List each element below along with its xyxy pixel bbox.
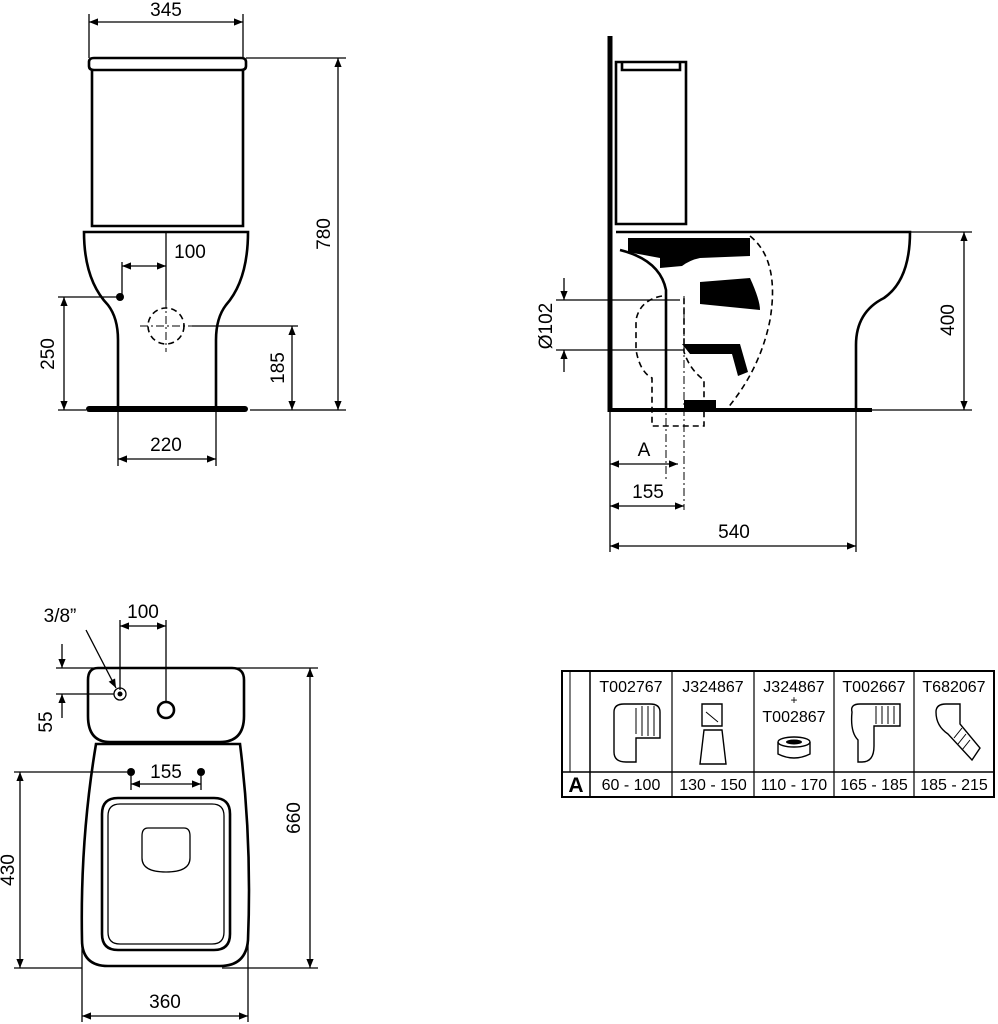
connector-range: 185 - 215 bbox=[920, 777, 988, 794]
connector-with-extension-icon bbox=[777, 736, 811, 759]
dim-height-total-label: 780 bbox=[314, 218, 335, 250]
dim-fixing-depth-label: 430 bbox=[0, 854, 19, 886]
dim-base-width-label: 220 bbox=[150, 435, 182, 456]
connector-table: A T002767 60 - 100 J324867 130 - 150 J32… bbox=[561, 670, 995, 798]
inlet-point bbox=[117, 691, 123, 697]
base-plate bbox=[86, 406, 248, 412]
pan-connector-90-icon bbox=[613, 703, 661, 763]
connector-range: 130 - 150 bbox=[679, 777, 747, 794]
seat-opening bbox=[141, 827, 191, 873]
cistern-outline bbox=[87, 56, 248, 72]
dim-diameter-label: Ø102 bbox=[536, 303, 557, 349]
cistern-body bbox=[90, 70, 245, 228]
connector-range: 110 - 170 bbox=[761, 777, 828, 794]
connector-plus: + bbox=[790, 693, 797, 707]
offset-connector-icon bbox=[850, 703, 901, 763]
dim-wall-outlet-label: 155 bbox=[632, 482, 664, 503]
table-row-label: A bbox=[568, 774, 583, 797]
table-border bbox=[561, 670, 995, 798]
trap-lower bbox=[682, 344, 748, 376]
side-view: Ø102 400 A 155 540 bbox=[536, 36, 972, 552]
dim-bowl-height-label: 400 bbox=[938, 304, 959, 336]
top-pan-outline bbox=[80, 742, 251, 968]
connector-range: 60 - 100 bbox=[602, 777, 661, 794]
dim-top-inlet-label: 100 bbox=[127, 602, 159, 623]
thread-leader bbox=[85, 629, 117, 689]
dim-length-label: 660 bbox=[284, 802, 305, 834]
connector-code: J324867 bbox=[763, 679, 824, 696]
connector-code: T002767 bbox=[599, 679, 662, 696]
toilet-seat bbox=[100, 796, 232, 952]
side-cistern bbox=[614, 60, 688, 226]
connector-range: 165 - 185 bbox=[840, 777, 908, 794]
dim-width-label: 360 bbox=[149, 992, 181, 1013]
trap-shape bbox=[628, 238, 750, 268]
top-cistern bbox=[86, 666, 246, 744]
connector-code-extra: T002867 bbox=[762, 709, 825, 726]
dim-fixing-spacing-label: 155 bbox=[150, 762, 182, 783]
button-hole bbox=[156, 700, 176, 720]
dim-depth-label: 540 bbox=[718, 522, 750, 543]
side-cistern-lid bbox=[620, 62, 682, 72]
outlet-pipe-hidden bbox=[635, 295, 705, 427]
trap-channel bbox=[700, 278, 760, 310]
angled-connector-icon bbox=[935, 703, 981, 762]
dim-inlet-depth-label: 55 bbox=[36, 711, 57, 732]
foot-block bbox=[684, 400, 716, 408]
side-bowl-outline bbox=[616, 230, 912, 408]
top-view: 3/8” 100 55 155 430 660 360 bbox=[0, 602, 318, 1022]
connector-code: T002667 bbox=[842, 679, 905, 696]
dim-outlet-height-label: 185 bbox=[268, 352, 289, 384]
trap-inner-curve bbox=[619, 248, 668, 408]
straight-connector-icon bbox=[699, 703, 727, 765]
connector-code: J324867 bbox=[682, 679, 743, 696]
dim-inlet-height-label: 250 bbox=[38, 338, 59, 370]
seat-inner bbox=[107, 803, 225, 945]
dim-width-top-label: 345 bbox=[150, 0, 182, 21]
dim-thread-label: 3/8” bbox=[44, 606, 77, 627]
dim-a-label: A bbox=[638, 440, 651, 461]
connector-code: T682067 bbox=[922, 679, 985, 696]
front-view: 345 780 100 250 185 220 bbox=[38, 0, 346, 466]
dim-inlet-offset-label: 100 bbox=[174, 242, 206, 263]
rim-hidden-line bbox=[725, 235, 774, 411]
